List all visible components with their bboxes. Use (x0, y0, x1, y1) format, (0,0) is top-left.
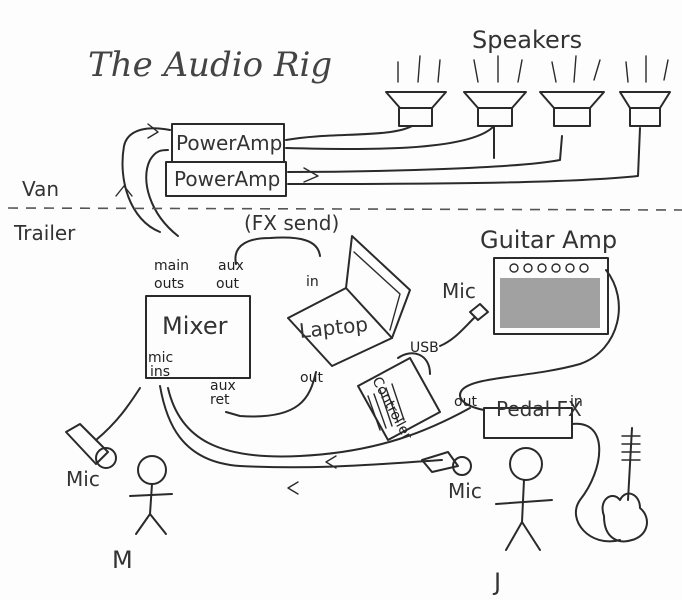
cable-laptop-out (225, 371, 317, 418)
person-m-label: M (112, 546, 133, 574)
mic-m-label: Mic (66, 467, 100, 491)
cable-controller-mixer (167, 387, 471, 458)
cable-pedal-guitar (571, 422, 621, 543)
laptop-in-label: in (306, 274, 319, 290)
speaker-4 (619, 55, 671, 127)
van-trailer-divider (7, 207, 682, 211)
guitar-amp-label: Guitar Amp (480, 226, 617, 254)
pedal-fx-label-line1: Pedal FX (496, 397, 582, 421)
mixer-aux-out-label-2: out (216, 276, 239, 292)
guitar-amp-mic-label: Mic (442, 279, 476, 303)
mixer-ins-label: ins (150, 364, 170, 380)
cable-amp1-speaker2 (285, 125, 495, 159)
person-j-label: J (492, 568, 501, 596)
speaker-2 (463, 55, 527, 127)
speakers-label: Speakers (472, 26, 582, 54)
person-m-icon (129, 455, 173, 535)
laptop-out-label: out (300, 370, 323, 386)
power-amp-1: PowerAmp (171, 123, 285, 163)
cable-mic-j (159, 385, 443, 469)
mixer-label: Mixer (162, 312, 228, 340)
laptop: Laptop in out USB (287, 235, 439, 386)
cable-mic-m (95, 387, 141, 441)
guitar-amp-grille (500, 278, 600, 328)
power-amp-2-label: PowerAmp (174, 167, 280, 191)
pedal-fx: Pedal FX out in (454, 394, 583, 439)
cable-amp-pedal (459, 269, 620, 411)
zone-van-label: Van (22, 177, 59, 201)
cable-amp1-speaker1 (285, 125, 413, 141)
pedal-fx-in-label: in (570, 394, 583, 410)
speaker-1 (385, 55, 447, 127)
speaker-3 (539, 55, 605, 127)
cable-amp2-speaker3 (287, 135, 563, 173)
mixer-outs-label: outs (154, 276, 184, 292)
mic-j-label: Mic (448, 479, 482, 503)
mixer: Mixer main outs aux out mic ins aux ret (145, 258, 251, 408)
laptop-usb-label: USB (410, 340, 439, 356)
power-amp-1-label: PowerAmp (176, 131, 282, 155)
mic-m-icon (65, 423, 117, 469)
mixer-mic-label: mic (148, 350, 173, 366)
diagram-title: The Audio Rig (88, 45, 332, 85)
zone-trailer-label: Trailer (13, 221, 76, 245)
cable-main-outs (121, 127, 171, 233)
power-amp-2: PowerAmp (165, 161, 287, 197)
mixer-aux-out-label-1: aux (218, 258, 244, 274)
mixer-aux-ret-label-1: aux (210, 378, 236, 394)
fx-send-label: (FX send) (244, 211, 339, 235)
laptop-label: Laptop (298, 312, 369, 343)
guitar-amp: Guitar Amp Mic (439, 226, 617, 347)
person-j-icon (495, 447, 553, 551)
cable-fx-send (234, 236, 321, 265)
cable-amp2-speaker4 (287, 127, 641, 185)
mixer-main-label: main (154, 258, 189, 274)
guitar-icon (601, 427, 648, 543)
mixer-aux-ret-label-2: ret (210, 392, 230, 408)
mic-j-icon (421, 451, 472, 476)
